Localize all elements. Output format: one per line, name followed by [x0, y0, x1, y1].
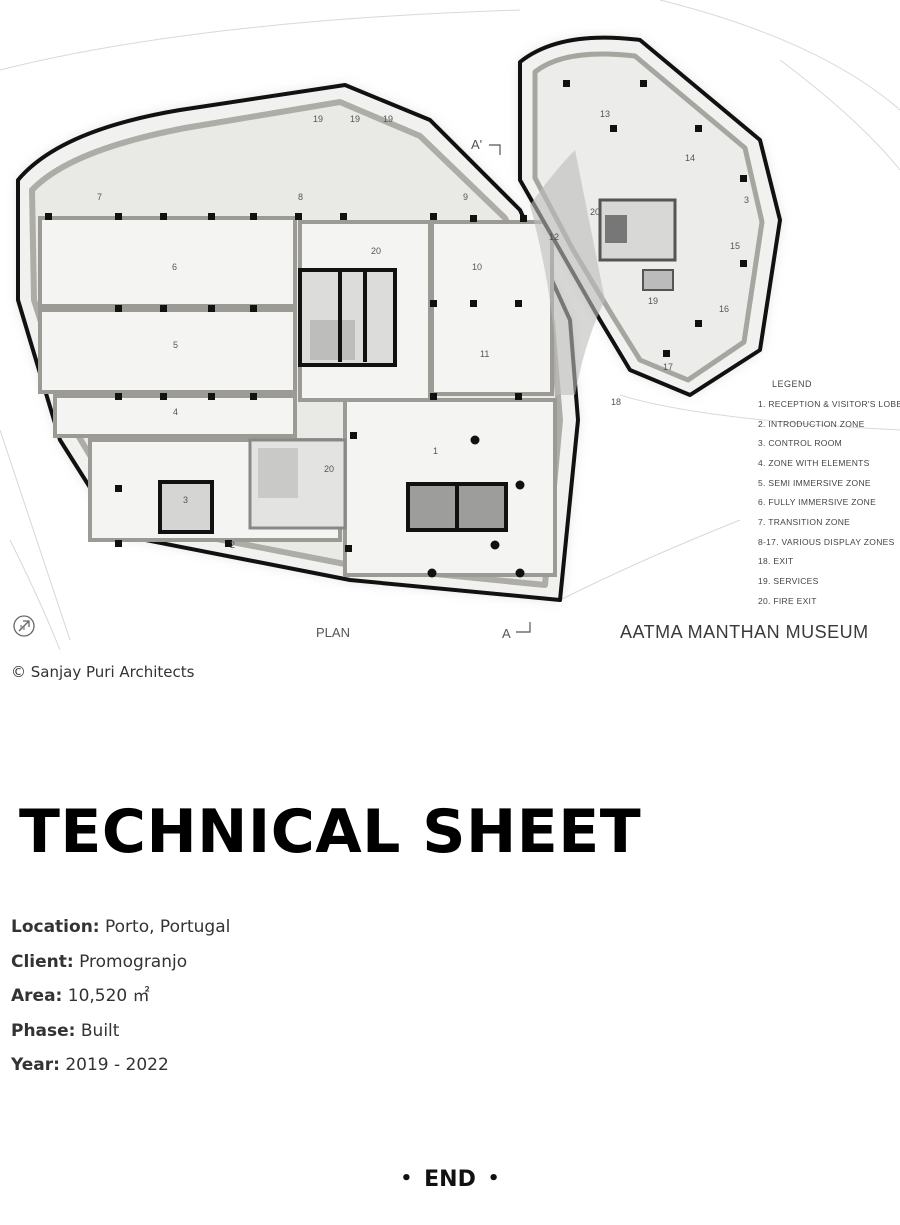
bullet-icon: •	[400, 1168, 413, 1189]
plan-legend: LEGEND 1. RECEPTION & VISITOR'S LOBBY 2.…	[758, 379, 900, 606]
bullet-icon: •	[487, 1168, 500, 1189]
room-number: 18	[611, 397, 621, 407]
room-number: 16	[719, 304, 729, 314]
room-number: 7	[97, 192, 102, 202]
spec-value: Promogranjo	[73, 951, 188, 972]
room-number: 3	[183, 495, 188, 505]
room-number: 19	[383, 114, 393, 124]
spec-value: Built	[75, 1020, 120, 1041]
room-number: 4	[173, 407, 178, 417]
legend-item: 20. FIRE EXIT	[758, 596, 817, 606]
plan-label: PLAN	[316, 625, 350, 640]
site-context-lines	[0, 0, 900, 650]
room-number: 12	[549, 232, 559, 242]
room-number: 19	[648, 296, 658, 306]
floor-plan-image: 19 19 19 7 8 9 6 20 10 12 11 5 4 1 20 3 …	[0, 0, 900, 650]
end-label: END	[424, 1167, 476, 1192]
room-number: 5	[173, 340, 178, 350]
room-number: 20	[371, 246, 381, 256]
legend-title: LEGEND	[772, 379, 812, 389]
legend-item: 2. INTRODUCTION ZONE	[758, 419, 865, 429]
structural-columns	[45, 213, 527, 578]
svg-text:N: N	[20, 625, 25, 632]
section-marker-label: A'	[471, 137, 482, 152]
spec-year: Year: 2019 - 2022	[11, 1052, 611, 1087]
legend-item: 3. CONTROL ROOM	[758, 438, 842, 448]
legend-item: 4. ZONE WITH ELEMENTS	[758, 458, 870, 468]
spec-label: Area:	[11, 986, 63, 1006]
room-numbers: 19 19 19 7 8 9 6 20 10 12 11 5 4 1 20 3 …	[97, 109, 749, 550]
technical-specs-list: Location: Porto, Portugal Client: Promog…	[11, 914, 611, 1087]
spec-label: Year:	[11, 1055, 60, 1075]
room-number: 15	[730, 241, 740, 251]
spec-value: 2019 - 2022	[59, 1055, 169, 1075]
room-number: 19	[313, 114, 323, 124]
section-title: TECHNICAL SHEET	[19, 797, 642, 867]
legend-item: 5. SEMI IMMERSIVE ZONE	[758, 478, 871, 488]
annex-columns	[563, 80, 747, 357]
spec-label: Location:	[11, 917, 100, 937]
museum-name: AATMA MANTHAN MUSEUM	[620, 622, 869, 642]
section-marker-top: A'	[471, 137, 501, 155]
legend-item: 18. EXIT	[758, 556, 793, 566]
legend-item: 19. SERVICES	[758, 576, 819, 586]
connecting-bridge	[530, 150, 605, 395]
spec-value: Porto, Portugal	[99, 917, 231, 937]
spec-area: Area: 10,520 ㎡	[11, 983, 611, 1018]
room-number: 19	[350, 114, 360, 124]
section-marker-label: A	[502, 626, 511, 641]
spec-label: Phase:	[11, 1020, 76, 1041]
room-number: 11	[480, 349, 489, 359]
room-number: 2	[230, 540, 235, 550]
legend-item: 6. FULLY IMMERSIVE ZONE	[758, 497, 876, 507]
room-number: 1	[433, 446, 438, 456]
floor-plan-drawing: 19 19 19 7 8 9 6 20 10 12 11 5 4 1 20 3 …	[0, 0, 900, 650]
spec-value: 10,520 ㎡	[62, 986, 150, 1006]
annex-stair	[598, 198, 677, 291]
room-number: 20	[324, 464, 334, 474]
legend-item: 8-17. VARIOUS DISPLAY ZONES	[758, 537, 895, 547]
room-number: 3	[744, 195, 749, 205]
legend-item: 1. RECEPTION & VISITOR'S LOBBY	[758, 399, 900, 409]
spec-phase: Phase: Built	[11, 1018, 611, 1053]
spec-location: Location: Porto, Portugal	[11, 914, 611, 949]
spec-client: Client: Promogranjo	[11, 949, 611, 984]
end-marker: • END •	[0, 1167, 900, 1192]
room-number: 20	[590, 207, 600, 217]
stair-cores	[158, 268, 508, 534]
room-number: 13	[600, 109, 610, 119]
section-marker-bottom: A	[502, 622, 531, 641]
spec-label: Client:	[11, 951, 74, 972]
north-arrow-icon: N	[13, 615, 35, 637]
room-number: 17	[663, 362, 673, 372]
room-number: 8	[298, 192, 303, 202]
room-number: 14	[685, 153, 695, 163]
room-number: 10	[472, 262, 482, 272]
image-credit: © Sanjay Puri Architects	[11, 663, 195, 681]
legend-item: 7. TRANSITION ZONE	[758, 517, 850, 527]
room-number: 6	[172, 262, 177, 272]
room-number: 9	[463, 192, 468, 202]
